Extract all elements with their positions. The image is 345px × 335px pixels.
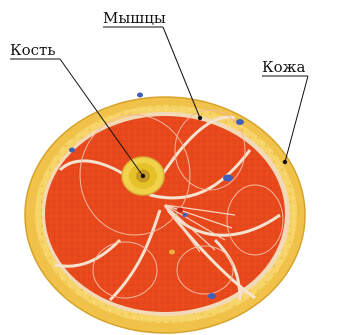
muscles-label: Мышцы [103, 9, 166, 27]
skin-label: Кожа [262, 58, 305, 76]
skin-pointer-dot [283, 160, 287, 164]
bone-pointer-dot [141, 174, 145, 178]
muscles-pointer-dot [198, 116, 202, 120]
bone-label: Кость [10, 41, 56, 59]
skin-leader-line [285, 76, 308, 162]
muscle-tissue [45, 116, 285, 312]
